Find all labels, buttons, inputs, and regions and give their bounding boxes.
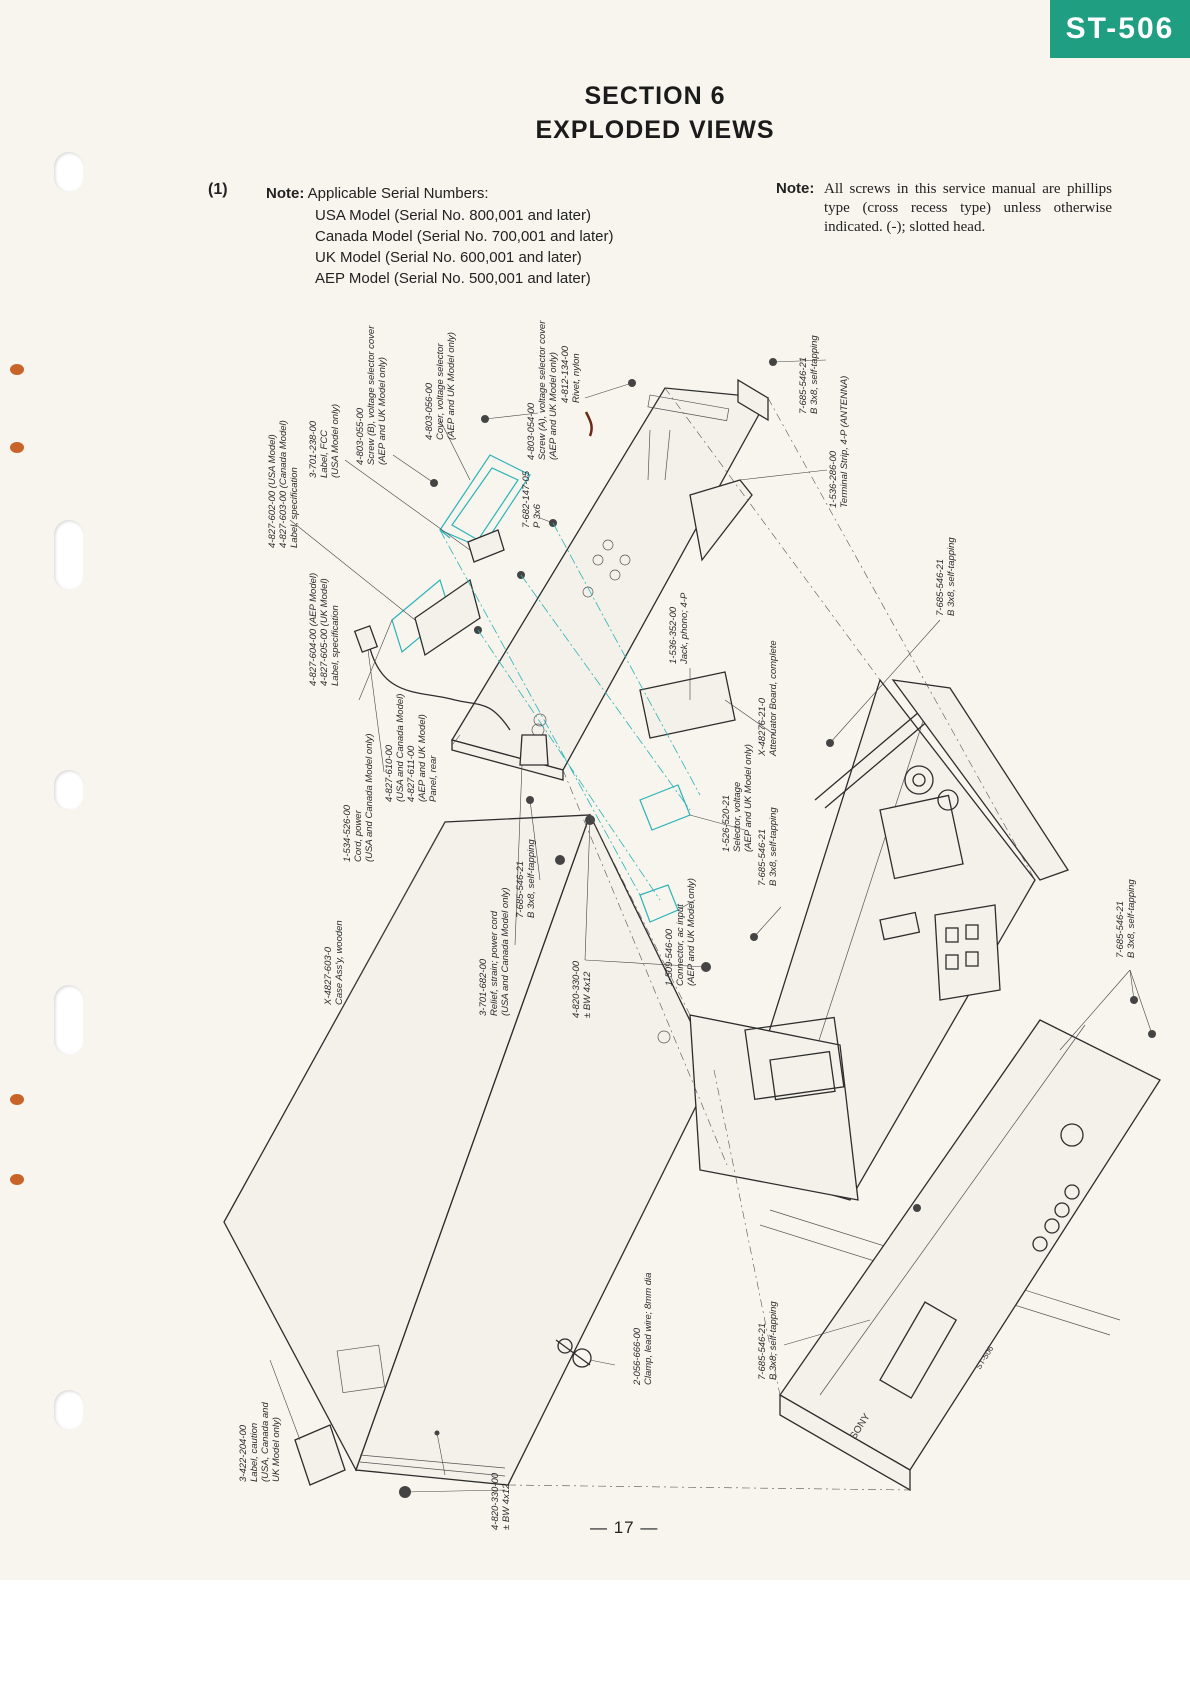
part-label-rear-panel: 4-827-610-00 (USA and Canada Model) 4-82… xyxy=(384,693,439,802)
screw-note: All screws in this service manual are ph… xyxy=(824,181,1112,235)
part-label-screw-b: 4-803-055-00 Screw (B), voltage selector… xyxy=(355,325,388,465)
figure-number: (1) xyxy=(208,181,228,198)
binder-hole xyxy=(54,770,84,810)
serial-item: UK Model (Serial No. 600,001 and later) xyxy=(315,249,582,266)
part-label-screw-right: 7-685-546-21 B 3x8, self-tapping xyxy=(935,537,957,616)
punch-mark xyxy=(10,1174,24,1185)
binder-hole xyxy=(54,520,84,590)
binder-hole xyxy=(54,152,84,192)
voltage-selector-cover xyxy=(439,454,531,549)
punch-mark xyxy=(10,442,24,453)
binder-hole xyxy=(54,1390,84,1430)
note-label: Note: xyxy=(266,185,305,202)
tuning-mechanism xyxy=(814,689,1001,1001)
part-label-screw-front: 7-685-546-21 B 3x8, self-tapping xyxy=(757,1301,779,1380)
part-label-rivet: 4-812-134-00 Rivet, nylon xyxy=(560,345,582,403)
part-label-bw-bottom: 4-820-330-00 ± BW 4x12 xyxy=(490,1472,512,1530)
part-label-spec-usa: 4-827-602-00 (USA Model) 4-827-603-00 (C… xyxy=(267,420,300,548)
exploded-view-drawing: SONY ST-506 xyxy=(223,358,1161,1498)
serial-item: USA Model (Serial No. 800,001 and later) xyxy=(315,207,591,224)
part-label-connector: 1-509-546-00 Connector, ac input (AEP an… xyxy=(664,878,697,986)
part-label-screw-top: 7-685-546-21 B 3x8, self-tapping xyxy=(798,335,820,414)
part-label-fcc: 3-701-238-00 Label, FCC (USA Model only) xyxy=(308,403,341,478)
front-panel: SONY ST-506 xyxy=(779,1019,1161,1492)
part-label-cord: 1-534-526-00 Cord, power (USA and Canada… xyxy=(342,733,375,863)
part-label-terminal: 1-536-286-00 Terminal Strip, 4-P (ANTENN… xyxy=(828,375,850,508)
part-label-p3x6: 7-682-147-05 P 3x6 xyxy=(521,470,543,528)
part-label-caution: 3-422-204-00 Label, caution (USA, Canada… xyxy=(238,1402,282,1482)
serial-note: Note: Applicable Serial Numbers: xyxy=(266,183,489,204)
manual-page: ST-506 SECTION 6 EXPLODED VIEWS (1) Note… xyxy=(0,0,1190,1580)
terminal-strip xyxy=(689,479,753,562)
part-label-screw-mid: 7-685-546-21 B 3x8, self-tapping xyxy=(757,807,779,886)
part-label-selector: 1-526-520-21 Selector, voltage (AEP and … xyxy=(721,744,754,852)
phono-jack xyxy=(639,671,736,739)
note-heading: Applicable Serial Numbers: xyxy=(307,185,489,202)
part-label-cover: 4-803-056-00 Cover, voltage selector (AE… xyxy=(424,332,457,440)
serial-list: USA Model (Serial No. 800,001 and later)… xyxy=(315,205,614,289)
model-tab: ST-506 xyxy=(1050,0,1190,58)
page-title: EXPLODED VIEWS xyxy=(535,116,775,144)
part-label-attenuator: X-48276-21-0 Attenuator Board, complete xyxy=(757,640,779,756)
screw-note-label: Note: xyxy=(776,180,815,197)
serial-item: AEP Model (Serial No. 500,001 and later) xyxy=(315,270,591,287)
caution-label xyxy=(294,1424,346,1486)
serial-item: Canada Model (Serial No. 700,001 and lat… xyxy=(315,228,614,245)
chassis xyxy=(689,678,1121,1336)
side-panel xyxy=(891,679,1069,881)
section-heading: SECTION 6 xyxy=(584,82,726,110)
part-label-screw-a: 4-803-054-00 Screw (A), voltage selector… xyxy=(526,320,559,460)
page-number: — 17 — xyxy=(590,1518,659,1537)
part-label-screw-far: 7-685-546-21 B 3x8, self-tapping xyxy=(1115,879,1137,958)
voltage-selector xyxy=(639,784,691,831)
antenna-bracket xyxy=(737,378,769,422)
punch-mark xyxy=(10,1094,24,1105)
power-cord xyxy=(367,639,511,731)
part-label-strain-relief: 3-701-682-00 Relief, strain; power cord … xyxy=(478,887,511,1017)
rivet-mark xyxy=(584,411,593,437)
part-label-jack: 1-536-352-00 Jack, phono; 4-P xyxy=(668,592,690,664)
punch-mark xyxy=(10,364,24,375)
part-label-spec-aep: 4-827-604-00 (AEP Model) 4-827-605-00 (U… xyxy=(308,572,341,686)
part-label-bw-mid: 4-820-330-00 ± BW 4x12 xyxy=(571,960,593,1018)
part-label-clamp: 2-056-666-00 Clamp, lead wire; 8mm dia xyxy=(632,1272,654,1385)
strain-relief xyxy=(519,734,549,766)
spec-label-usa xyxy=(414,578,481,657)
part-label-screw-rear: 7-685-546-21 B 3x8, self-tapping xyxy=(515,839,537,918)
binder-hole xyxy=(54,985,84,1055)
lead-wire-clamp xyxy=(555,1338,592,1368)
part-label-case: X-4827-603-0 Case Ass'y, wooden xyxy=(323,920,345,1005)
fcc-label xyxy=(467,529,505,563)
